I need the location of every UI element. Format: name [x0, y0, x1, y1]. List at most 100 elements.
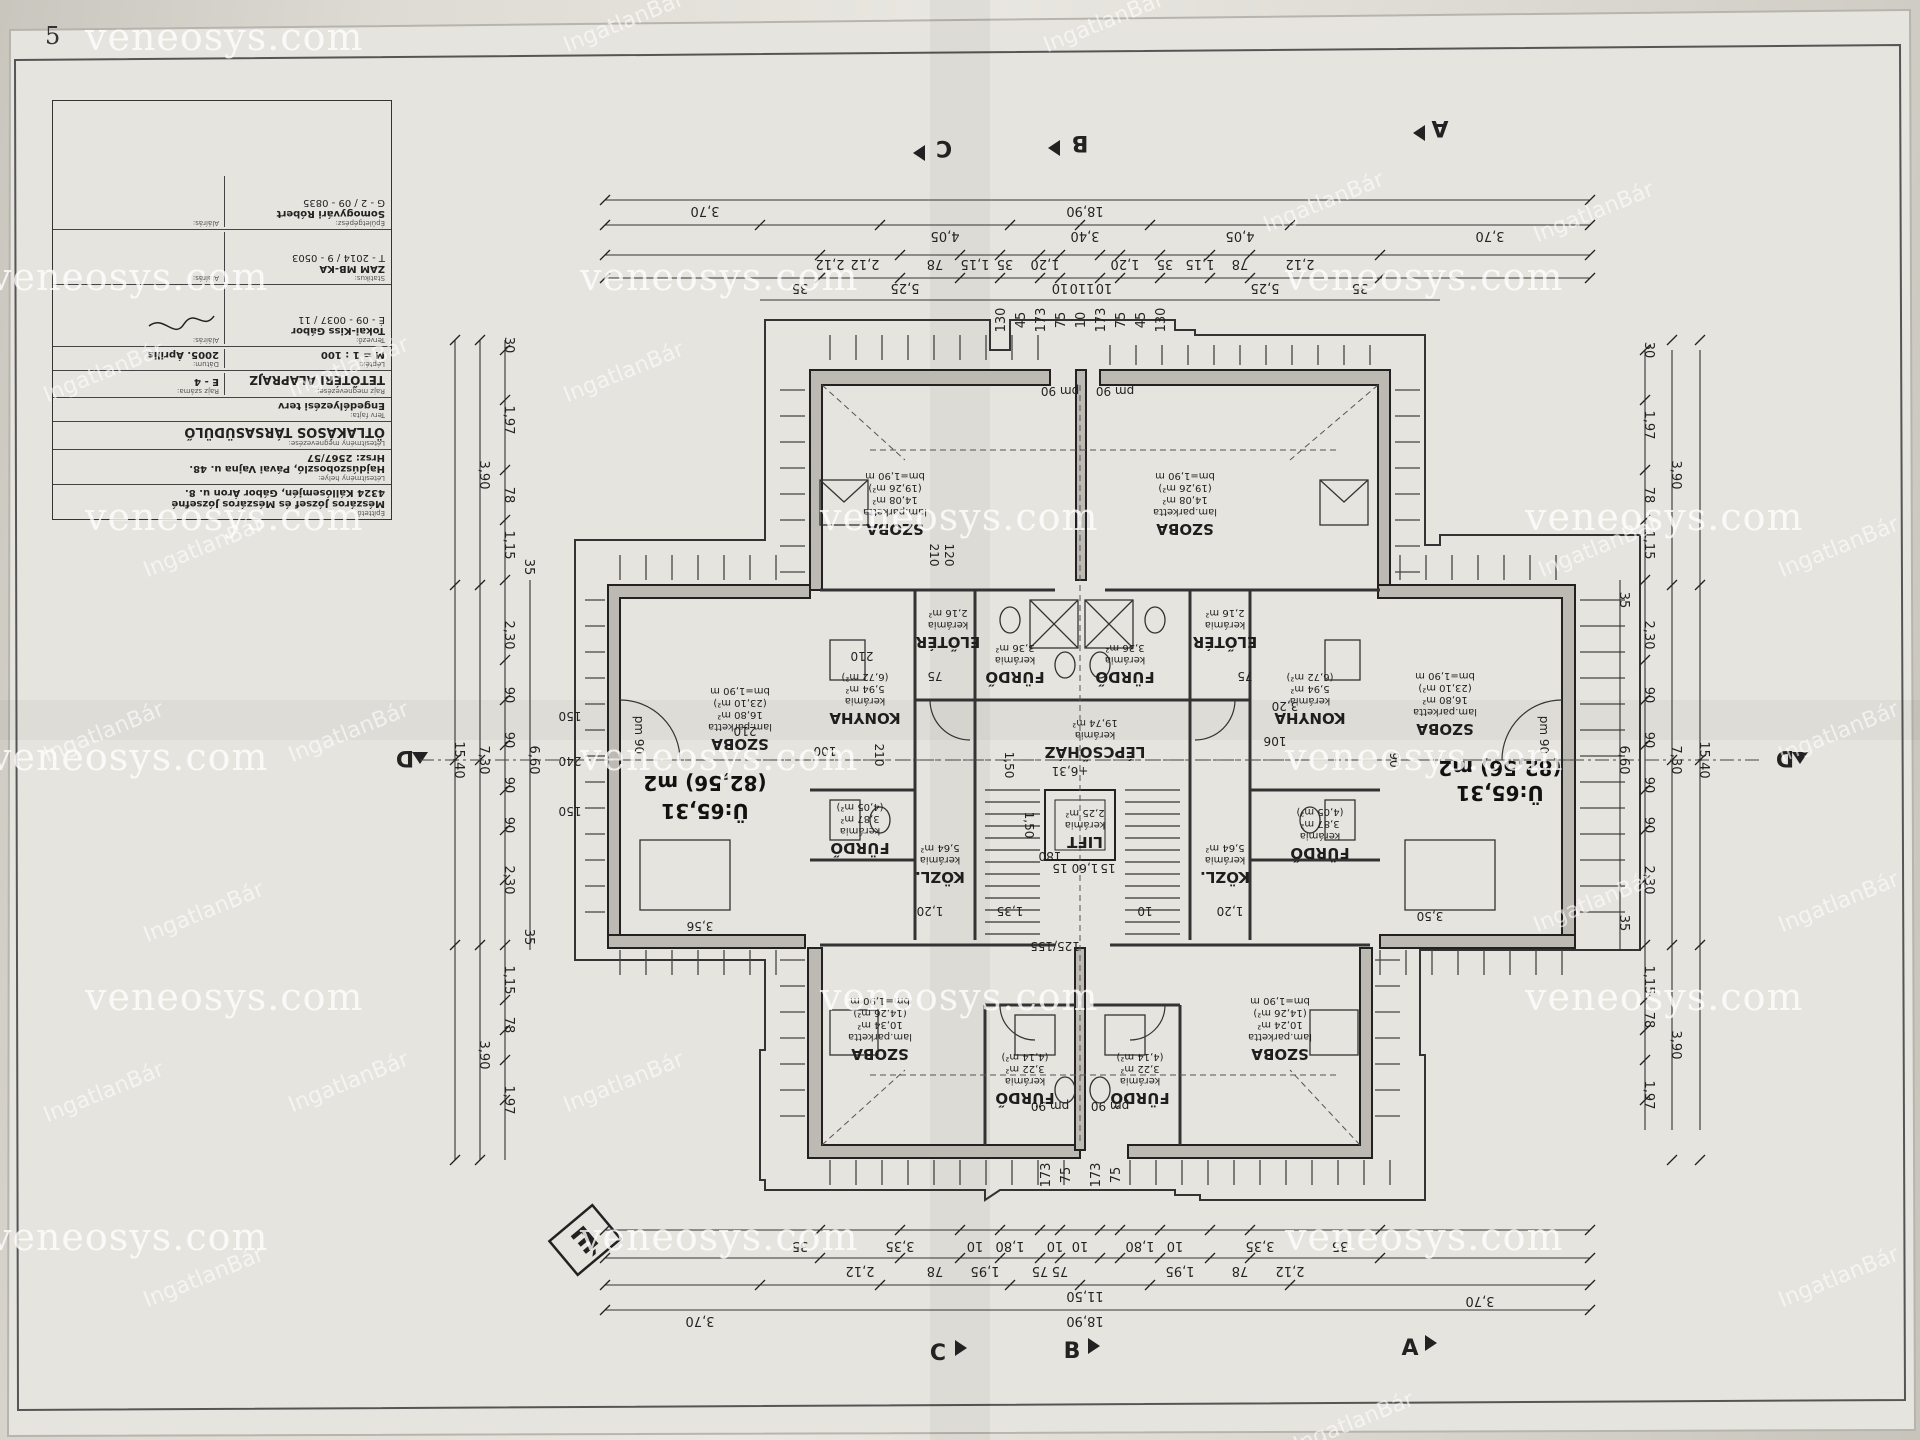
dimension-tick [499, 874, 511, 886]
roof-rafters [585, 335, 1625, 1185]
dim-left-outer-1: 7,30 [476, 746, 491, 775]
room-name: KONYHA [1274, 709, 1346, 727]
dim-left-inner-2: 78 [501, 487, 516, 504]
dim-bottom-l3-2: 10 [967, 1238, 984, 1253]
interior-dim-15: 3,56 [687, 919, 714, 933]
section-marker-c-bottom: C [930, 1341, 946, 1366]
room-extra: (23,10 m²) [713, 697, 766, 708]
dim-left-outer-2: 3,90 [476, 1041, 491, 1070]
room-area: 3,36 m² [1105, 642, 1144, 653]
dims-bottom-vertical-text: 173 75 173 75 [1039, 1163, 1124, 1188]
dimension-tick [1584, 194, 1596, 206]
dim-bottom-l2-0: 2,12 [846, 1263, 875, 1278]
interior-dim-18: 180 [1039, 849, 1062, 863]
dimension-tick [1094, 1224, 1106, 1236]
dim-left-inner-14: 1,97 [501, 1086, 516, 1115]
dim-right-inner-7: 90 [1641, 732, 1656, 749]
room-finish: kerámia [928, 619, 968, 631]
dim-bottom-l2-1: 78 [927, 1263, 944, 1278]
dimension-tick [1639, 574, 1651, 586]
misc-labels: +6,31 pm 90 pm 90 pm 90 pm 90 pm 90 pm 9… [559, 384, 1551, 1113]
dimension-tick [499, 654, 511, 666]
dim-right-inner-9: 90 [1641, 817, 1656, 834]
room-finish: kerámia [1120, 1075, 1160, 1087]
dimension-tick [1639, 784, 1651, 796]
room-extra: (23,10 m²) [1418, 682, 1471, 693]
interior-dim-4: 210 [851, 649, 874, 663]
dimension-lines-bottom [605, 1229, 1590, 1311]
dimension-tick [814, 1252, 826, 1264]
signature-icon [148, 315, 215, 331]
room-name: ELŐTÉR [915, 633, 980, 653]
room-bm: bm=1,90 m [1250, 995, 1310, 1006]
dim-right-inner-0: 30 [1641, 342, 1656, 359]
tb-designer-name: Tokai-Kiss Gábor [291, 325, 385, 336]
dim-top-l3-3: 1,15 [961, 256, 990, 271]
dimension-tick [1639, 739, 1651, 751]
dim-right-inner-2: 78 [1641, 487, 1656, 504]
dimension-tick [599, 272, 611, 284]
watermark-primary: veneosys.com [85, 495, 364, 539]
room-finish: kerámia [1205, 854, 1245, 866]
dim-left-inner-5: 2,30 [501, 621, 516, 650]
dim-right-mid: 6,60 [1616, 746, 1631, 775]
dimension-tick [1054, 272, 1066, 284]
room-finish: lam.parketta [1248, 1031, 1312, 1042]
interior-dim-13: 10 [1137, 904, 1152, 918]
dimension-tick [1204, 249, 1216, 261]
dimension-tick [599, 249, 611, 261]
dimension-tick [1204, 1252, 1216, 1264]
section-marker-b-bottom: B [1064, 1339, 1081, 1364]
dim-top-r3-1: 35 [1157, 256, 1174, 271]
dim-right-inner-1: 1,97 [1641, 411, 1656, 440]
dim-right-outer-2: 3,90 [1668, 1031, 1683, 1060]
tb-structural-name: Somogyvári Róbert [276, 208, 385, 219]
tb-phase-value: Engedélyezési terv [277, 400, 385, 411]
interior-dim-25: 106 [1264, 734, 1287, 748]
dimension-tick [1584, 249, 1596, 261]
tb-location-label: Létesítmény helye: [318, 474, 385, 482]
room-extra: (4,14 m²) [1001, 1051, 1048, 1062]
room-extra: (4,14 m²) [1116, 1051, 1163, 1062]
room-area: 3,36 m² [995, 642, 1034, 653]
dim-right-inner-3: 1,15 [1641, 531, 1656, 560]
fold-shadow [930, 0, 990, 1440]
dimension-tick [994, 272, 1006, 284]
tb-building-label: Létesítmény megnevezése: [288, 439, 385, 447]
dimension-tick [1666, 939, 1678, 951]
staircase [985, 789, 1180, 935]
dim-right-inner-8: 90 [1641, 777, 1656, 794]
tb-structural-sign-label: Aláírás: [192, 219, 219, 227]
dim-right-inner-11: 35 [1616, 915, 1631, 932]
room-name: SZOBA [711, 735, 769, 753]
interior-dim-21: 15 [1100, 861, 1115, 875]
dimension-tick [599, 194, 611, 206]
room-name: FÜRDŐ [1290, 844, 1349, 864]
bathroom-fixtures [639, 479, 1496, 1104]
tb-phase-label: Terv fajta: [350, 411, 385, 419]
section-marker-c-top: C [936, 135, 952, 160]
watermark-primary: veneosys.com [0, 1215, 269, 1259]
paper-sheet [6, 8, 1917, 1438]
dim-top-overall: 18,90 [1066, 203, 1103, 218]
stair-dim: 1,50 [1002, 752, 1016, 779]
dimension-tick [894, 272, 906, 284]
dim-left-inner-13: 78 [501, 1017, 516, 1034]
dimension-tick [1666, 334, 1678, 346]
dimension-tick [474, 334, 486, 346]
dimension-tick [449, 1154, 461, 1166]
room-name: KÖZL. [915, 868, 965, 887]
watermark-primary: veneosys.com [1285, 735, 1564, 779]
dim-top-l2: 4,05 [931, 228, 960, 243]
dim-top-c4-0: 10 [1052, 280, 1069, 295]
dimension-tick [499, 464, 511, 476]
room-finish: lam.parketta [848, 1031, 912, 1042]
dim-right-inner-14: 1,97 [1641, 1081, 1656, 1110]
dimension-tick [1374, 249, 1386, 261]
room-finish: lam.parketta [1153, 506, 1217, 517]
